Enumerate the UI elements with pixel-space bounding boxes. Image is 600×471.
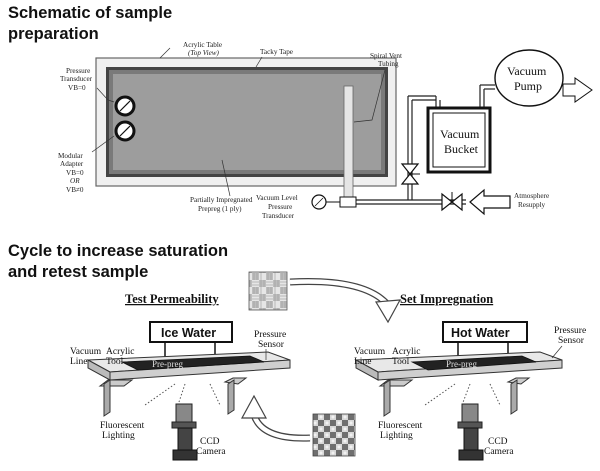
bucket-valve	[400, 163, 420, 185]
vacuum-level-label-3: Transducer	[262, 212, 295, 220]
acrylic-table-view-label: (Top View)	[188, 49, 220, 57]
left-vacuum-line-2: Line	[70, 357, 87, 367]
vacuum-pump-label-2: Pump	[514, 79, 542, 93]
modular-adapter-label-5: VB≠0	[66, 186, 84, 194]
atmosphere-resupply-arrow	[469, 188, 511, 216]
atmosphere-label-2: Resupply	[518, 201, 546, 209]
prepreg-label-2: Prepreg (1 ply)	[198, 205, 242, 213]
pressure-transducer-gauge	[114, 95, 136, 117]
left-apparatus: Ice Water Pre-preg	[86, 321, 291, 461]
right-apparatus: Hot Water Pre-preg	[354, 321, 563, 461]
test-permeability-title: Test Permeability	[125, 292, 219, 306]
arrow-to-impregnation	[374, 299, 402, 324]
vacuum-pump: Vacuum Pump	[494, 49, 593, 107]
left-ccd-1: CCD	[200, 437, 220, 447]
arrow-to-permeability	[240, 394, 268, 419]
set-impregnation-title: Set Impregnation	[400, 292, 493, 306]
prepreg-label-1: Partially Impregnated	[190, 196, 253, 204]
modular-adapter-label-4: OR	[70, 177, 80, 185]
modular-adapter-gauge	[114, 120, 136, 142]
pressure-transducer-label-2: Transducer	[60, 75, 93, 83]
vacuum-pump-label-1: Vacuum	[507, 64, 547, 78]
vacuum-level-gauge	[311, 194, 357, 210]
bottom-title-line2: and retest sample	[8, 263, 148, 281]
left-pressure-sensor-2: Sensor	[258, 340, 285, 350]
right-acrylic-tool-2: Tool	[392, 357, 410, 367]
pressure-transducer-label-3: VB=0	[68, 84, 86, 92]
atmosphere-valve	[441, 192, 463, 212]
modular-adapter-label-1: Modular	[58, 152, 83, 160]
left-acrylic-tool-2: Tool	[106, 357, 124, 367]
fabric-sample-top	[248, 271, 288, 311]
vacuum-level-label-1: Vacuum Level	[256, 194, 298, 202]
right-fluorescent-2: Lighting	[380, 431, 413, 441]
left-vacuum-line-1: Vacuum	[70, 347, 102, 357]
spiral-vent-label-2: Tubing	[378, 60, 399, 68]
left-fluorescent-1: Fluorescent	[100, 421, 145, 431]
vacuum-bucket-label-2: Bucket	[444, 142, 479, 156]
spiral-vent-tubing	[343, 85, 354, 199]
vacuum-level-label-2: Pressure	[268, 203, 292, 211]
tacky-tape-label: Tacky Tape	[260, 48, 293, 56]
left-ccd-2: Camera	[196, 447, 226, 457]
right-prepreg-label: Pre-preg	[446, 359, 477, 369]
ice-water-label: Ice Water	[161, 326, 216, 340]
bottom-title-line1: Cycle to increase saturation	[8, 242, 228, 260]
vacuum-bucket-label-1: Vacuum	[440, 127, 480, 141]
fabric-sample-bottom	[312, 413, 356, 457]
right-vacuum-line-2: Line	[354, 357, 371, 367]
right-vacuum-line-1: Vacuum	[354, 347, 386, 357]
left-acrylic-tool-1: Acrylic	[106, 347, 135, 357]
top-title-line1: Schematic of sample	[8, 4, 172, 22]
vacuum-bucket: Vacuum Bucket	[426, 106, 492, 174]
hot-water-label: Hot Water	[451, 326, 510, 340]
acrylic-table-label: Acrylic Table	[183, 41, 222, 49]
atmosphere-label-1: Atmosphere	[514, 192, 549, 200]
left-pressure-sensor-1: Pressure	[254, 330, 286, 340]
top-title-line2: preparation	[8, 25, 99, 43]
spiral-vent-label-1: Spiral Vent	[370, 52, 402, 60]
right-ccd-1: CCD	[488, 437, 508, 447]
modular-adapter-label-3: VB=0	[66, 169, 84, 177]
modular-adapter-label-2: Adapter	[60, 160, 84, 168]
acrylic-table	[95, 57, 397, 187]
pressure-transducer-label-1: Pressure	[66, 67, 90, 75]
right-pressure-sensor-1: Pressure	[554, 326, 586, 336]
right-pressure-sensor-2: Sensor	[558, 336, 585, 346]
right-ccd-2: Camera	[484, 447, 514, 457]
right-fluorescent-1: Fluorescent	[378, 421, 423, 431]
right-acrylic-tool-1: Acrylic	[392, 347, 421, 357]
left-fluorescent-2: Lighting	[102, 431, 135, 441]
left-prepreg-label: Pre-preg	[152, 359, 183, 369]
